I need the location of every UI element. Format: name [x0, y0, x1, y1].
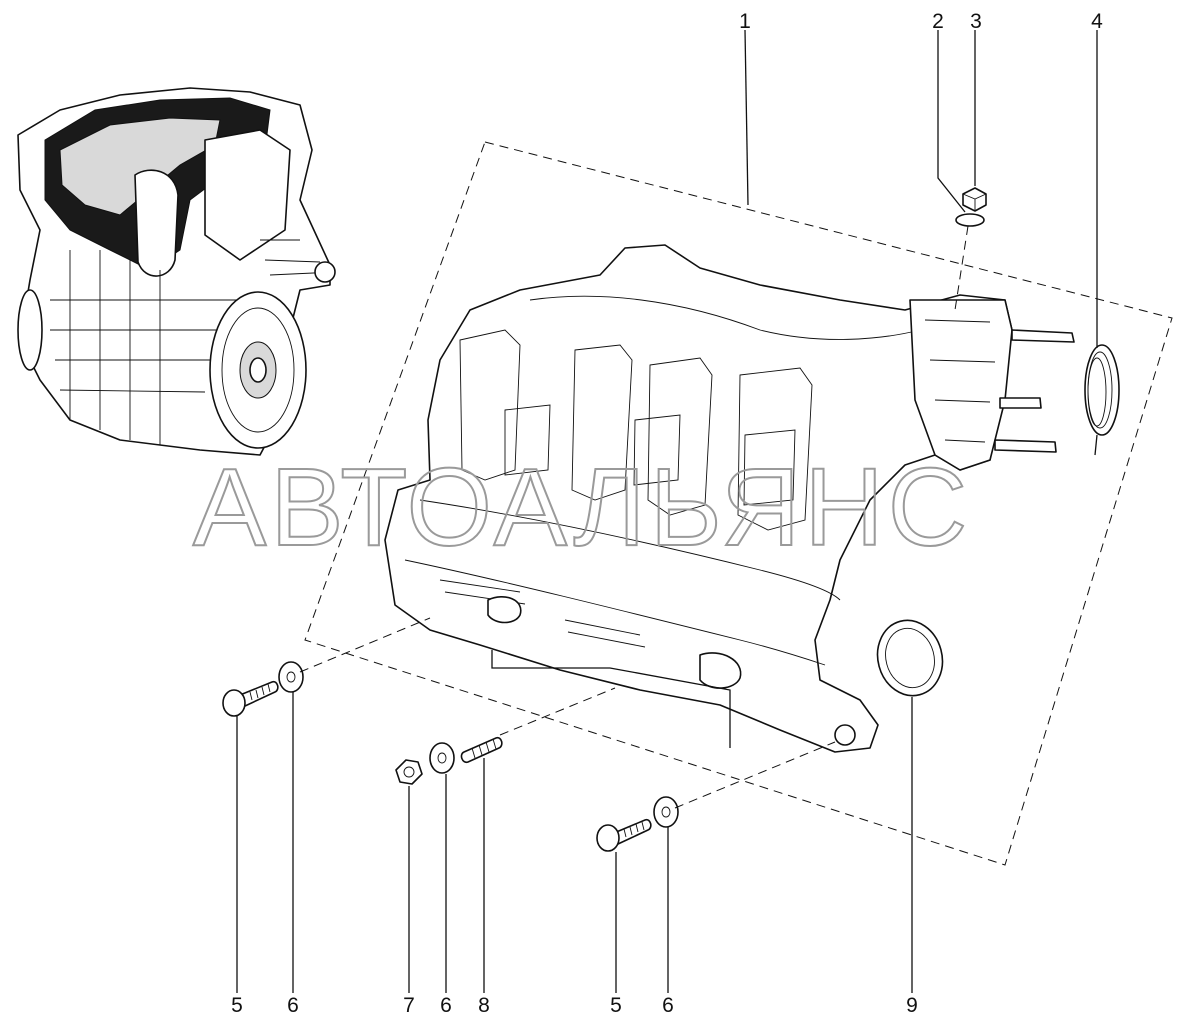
nut-part-7 — [395, 759, 423, 785]
washer-part-6-right — [653, 796, 679, 828]
stud-part-8 — [460, 736, 503, 764]
callout-8: 8 — [478, 994, 490, 1017]
washer-part-2 — [955, 213, 985, 227]
callout-6-left: 6 — [287, 994, 299, 1017]
assembly-path-left — [299, 617, 431, 673]
callout-5-left: 5 — [231, 994, 243, 1017]
callout-2: 2 — [932, 10, 944, 33]
gasket-ring-part-9 — [876, 619, 944, 697]
nut-part-3 — [962, 187, 987, 212]
engine-overview-illustration — [17, 87, 336, 456]
callout-9: 9 — [906, 994, 918, 1017]
bolt-part-5-left — [222, 680, 279, 717]
leader-lines — [236, 29, 1098, 993]
bolt-part-5-right — [596, 818, 652, 852]
callout-7: 7 — [403, 994, 415, 1017]
intake-manifold-part — [384, 244, 1075, 753]
washer-part-6-middle — [429, 742, 455, 774]
gasket-ring-part-4 — [1084, 344, 1120, 456]
assembly-path-middle — [499, 687, 616, 736]
callout-3: 3 — [970, 10, 982, 33]
callout-1: 1 — [739, 10, 751, 33]
washer-part-6-left — [278, 661, 304, 693]
callout-6-right: 6 — [662, 994, 674, 1017]
callout-4: 4 — [1091, 10, 1103, 33]
callout-6-middle: 6 — [440, 994, 452, 1017]
assembly-path-right — [674, 741, 836, 809]
watermark-text: АВТОАЛЬЯНС — [193, 446, 971, 569]
callout-5-right: 5 — [610, 994, 622, 1017]
assembly-frame — [304, 141, 1173, 866]
